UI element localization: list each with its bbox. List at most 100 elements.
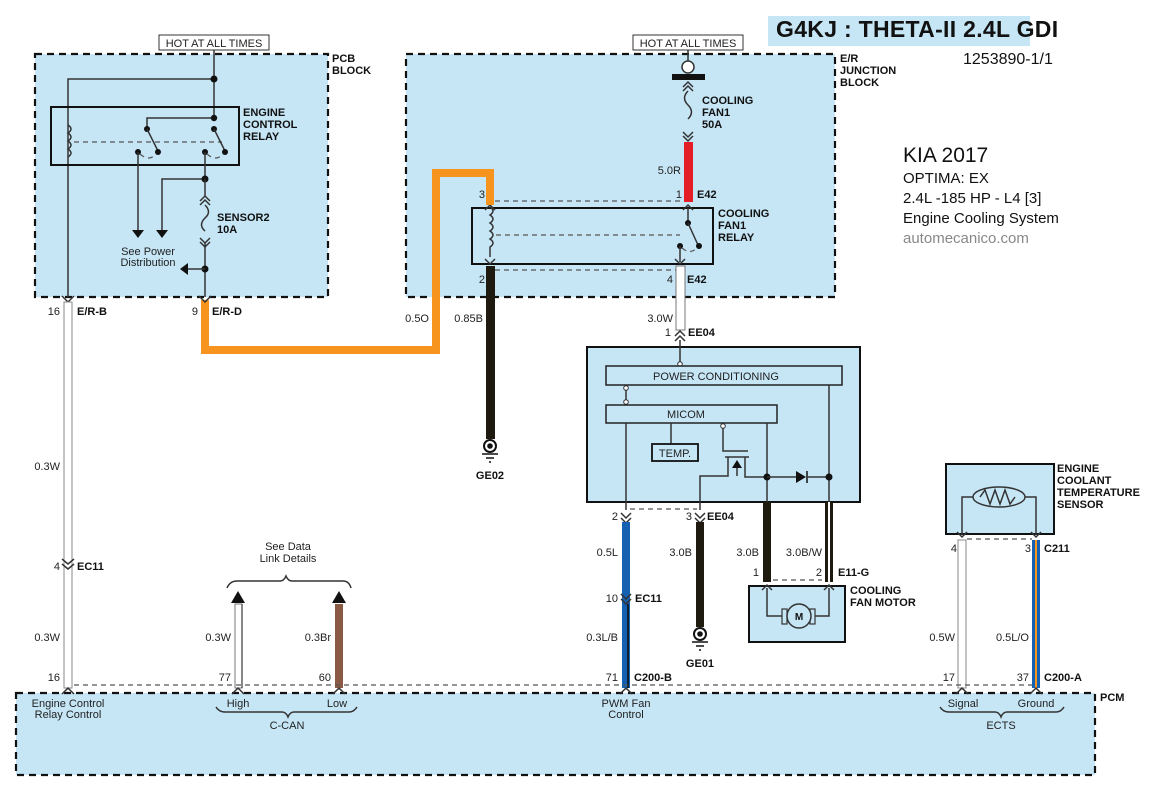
svg-text:3.0B: 3.0B — [736, 547, 759, 559]
engine-control-relay-label: ENGINE — [243, 107, 285, 119]
svg-text:C200-A: C200-A — [1044, 672, 1082, 684]
svg-text:16: 16 — [48, 672, 60, 684]
svg-text:FAN1: FAN1 — [702, 107, 730, 119]
system-name: Engine Cooling System — [903, 210, 1059, 227]
engine: 2.4L -185 HP - L4 [3] — [903, 190, 1042, 207]
svg-text:E/R-D: E/R-D — [212, 306, 242, 318]
pcm-ects-signal: Signal — [948, 698, 979, 710]
svg-text:3: 3 — [1025, 543, 1031, 555]
engine-control-relay[interactable] — [50, 106, 240, 166]
ects-label: ENGINE — [1057, 463, 1099, 475]
pcb-block[interactable] — [33, 52, 330, 299]
svg-text:16: 16 — [48, 306, 60, 318]
brace — [939, 706, 1065, 720]
cooling-fan-motor-label: COOLING — [850, 585, 901, 597]
svg-text:1: 1 — [676, 189, 682, 201]
svg-text:C211: C211 — [1044, 543, 1070, 555]
wire-3.0W[interactable] — [675, 265, 686, 331]
wire-0.3W-erc[interactable] — [63, 301, 73, 689]
svg-text:E42: E42 — [697, 189, 717, 201]
pcm-can-low: Low — [327, 698, 347, 710]
svg-text:10: 10 — [606, 593, 618, 605]
fuse-icon[interactable] — [200, 204, 210, 232]
svg-text:FAN MOTOR: FAN MOTOR — [850, 597, 916, 609]
pcm-pwm-fan-control: PWM Fan — [602, 698, 651, 710]
model: OPTIMA: EX — [903, 170, 989, 187]
svg-text:3.0W: 3.0W — [647, 313, 673, 325]
svg-text:JUNCTION: JUNCTION — [840, 65, 896, 77]
wire-3.0B-ground[interactable] — [696, 522, 704, 627]
relay-coil-icon — [488, 206, 494, 257]
svg-text:10A: 10A — [217, 224, 237, 236]
svg-text:0.3W: 0.3W — [34, 632, 60, 644]
make-year: KIA 2017 — [903, 144, 989, 167]
svg-text:50A: 50A — [702, 119, 722, 131]
svg-text:2: 2 — [612, 511, 618, 523]
wire-0.85B[interactable] — [486, 266, 495, 439]
pcm-can-high: High — [227, 698, 250, 710]
svg-text:Link Details[interactable]: Link Details — [260, 553, 317, 565]
arrow-up-icon — [332, 591, 346, 603]
svg-text:0.5O: 0.5O — [405, 313, 429, 325]
wire-3.0B-motor[interactable] — [763, 502, 771, 582]
svg-text:3.0B/W: 3.0B/W — [786, 547, 823, 559]
temp-sensor — [651, 443, 699, 462]
svg-text:60: 60 — [319, 672, 331, 684]
svg-text:C200-B: C200-B — [634, 672, 672, 684]
svg-text:0.85B: 0.85B — [454, 313, 483, 325]
diode-icon — [796, 471, 806, 483]
fuse-icon[interactable] — [683, 90, 693, 120]
svg-text:MICOM: MICOM — [667, 409, 705, 421]
svg-text:17: 17 — [943, 672, 955, 684]
svg-text:RELAY: RELAY — [718, 232, 755, 244]
cooling-fan1-fuse-label: COOLING — [702, 95, 753, 107]
svg-text:3: 3 — [479, 189, 485, 201]
arrow-left-icon — [180, 263, 188, 275]
wire-0.5O[interactable] — [201, 169, 494, 354]
document-number: 1253890-1/1 — [963, 51, 1053, 68]
svg-text:EC11: EC11 — [77, 561, 104, 573]
svg-text:0.3Br: 0.3Br — [305, 632, 332, 644]
svg-text:71: 71 — [606, 672, 618, 684]
svg-text:BLOCK: BLOCK — [332, 65, 371, 77]
svg-text:4: 4 — [667, 274, 673, 286]
svg-text:TEMP.: TEMP. — [659, 448, 691, 460]
svg-text:E/R-B: E/R-B — [77, 306, 107, 318]
wire-0.5W[interactable] — [957, 539, 967, 689]
svg-text:TEMPERATURE: TEMPERATURE — [1057, 487, 1140, 499]
see-data-link-details[interactable]: See Data — [265, 541, 312, 553]
svg-text:4: 4 — [951, 543, 957, 555]
pcm-ects-ground: Ground — [1018, 698, 1055, 710]
svg-text:Distribution[interactable]: Distribution — [120, 257, 175, 269]
brace — [226, 573, 352, 589]
pcm-ects-label: ECTS — [986, 720, 1015, 732]
svg-text:M: M — [795, 612, 803, 623]
power-conditioning — [605, 365, 843, 386]
svg-text:Relay Control: Relay Control — [35, 709, 102, 721]
cooling-fan1-relay[interactable] — [471, 207, 714, 265]
vehicle-info: KIA 2017 OPTIMA: EX 2.4L -185 HP - L4 [3… — [903, 143, 1059, 249]
ground-ge01-label: GE01 — [686, 658, 714, 670]
brace — [215, 706, 358, 720]
website: automecanico.com — [903, 230, 1029, 247]
title-banner — [768, 16, 1030, 46]
svg-text:0.3W: 0.3W — [205, 632, 231, 644]
svg-text:3: 3 — [686, 511, 692, 523]
wire-0.3Br-can-low[interactable] — [335, 604, 343, 688]
wire-5.0R[interactable] — [684, 142, 693, 202]
arrow-down-icon — [156, 230, 168, 238]
svg-text:EC11: EC11 — [635, 593, 662, 605]
svg-text:5.0R: 5.0R — [658, 165, 681, 177]
svg-text:0.5W: 0.5W — [929, 632, 955, 644]
svg-text:RELAY: RELAY — [243, 131, 280, 143]
svg-text:0.3L/B: 0.3L/B — [586, 632, 618, 644]
wire-0.3W-can-high[interactable] — [234, 603, 243, 689]
svg-text:3.0B: 3.0B — [669, 547, 692, 559]
see-power-distribution[interactable]: See Power — [121, 246, 175, 258]
ground-ge02-label: GE02 — [476, 470, 504, 482]
pcm-block[interactable] — [14, 691, 1097, 777]
svg-text:0.5L/O: 0.5L/O — [996, 632, 1029, 644]
svg-text:FAN1: FAN1 — [718, 220, 746, 232]
svg-text:CONTROL: CONTROL — [243, 119, 298, 131]
